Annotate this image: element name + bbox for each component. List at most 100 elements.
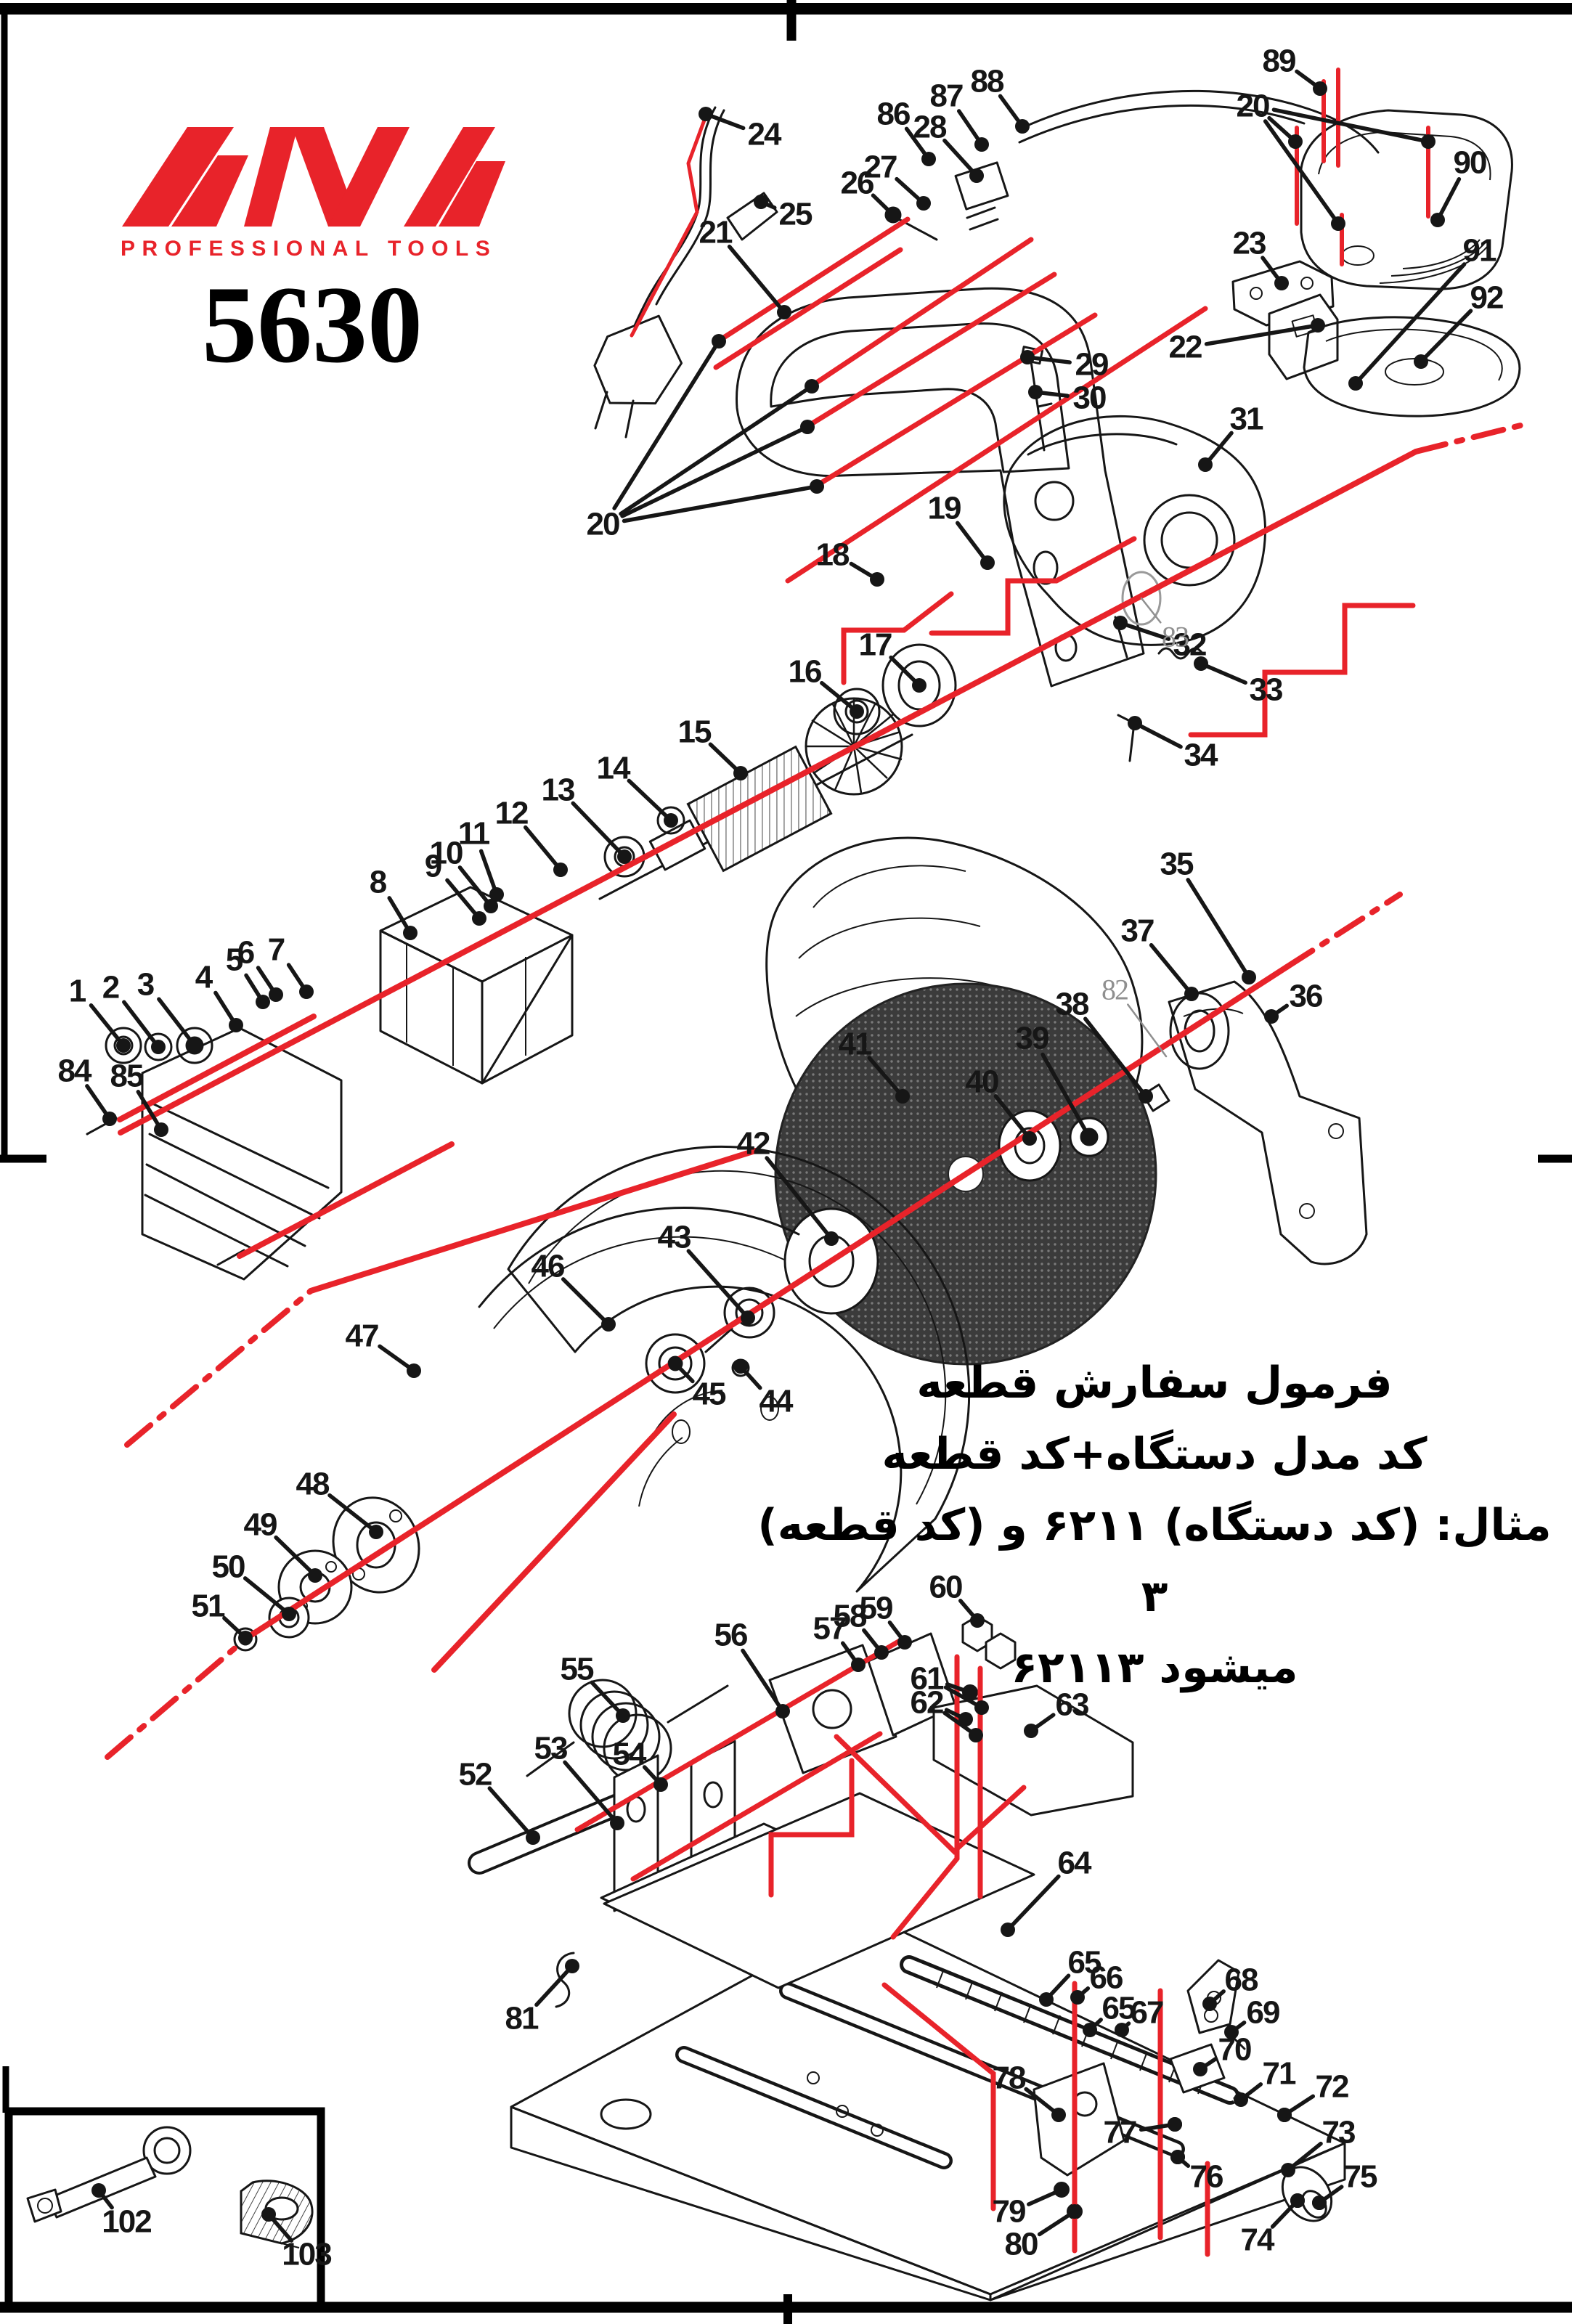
red-axis-line [815,312,1098,488]
part-label-34: 34 [1184,738,1218,773]
leader-dot [1313,81,1327,96]
leader-line [1271,107,1430,144]
leader-dot [980,555,995,570]
leader-dot [974,1700,989,1715]
part-label-46: 46 [532,1249,564,1284]
leader-line [1133,721,1183,749]
leader-dot [484,899,498,913]
ordering-note-line: میشود ۶۲۱۱۳ [1011,1642,1298,1693]
part-label-31: 31 [1230,401,1263,437]
logo-stroke-a1b [171,155,248,227]
leader-line [487,1786,535,1840]
leader-line [561,1277,611,1326]
armature [598,688,913,900]
red-axis-lines [105,68,1526,2257]
leader-line [445,878,481,921]
leader-dot [526,1830,540,1845]
part-label-20: 20 [587,507,619,542]
part-label-80: 80 [1005,2227,1038,2262]
part-label-72: 72 [1316,2069,1348,2105]
red-axis-line [105,1635,250,1760]
part-label-82: 82 [1101,974,1128,1006]
leader-dot [1288,134,1303,149]
part-label-16: 16 [789,654,821,690]
part-label-102: 102 [102,2204,151,2240]
leader-dot [1194,656,1208,671]
leader-dot [1113,616,1128,630]
part-label-43: 43 [658,1220,691,1255]
part-label-63: 63 [1056,1687,1088,1723]
part-label-47: 47 [346,1318,378,1354]
part-label-5: 5 [226,942,243,978]
leader-dot [958,1712,973,1726]
fence-plate [932,1684,1134,1817]
leader-line [1006,1874,1061,1932]
ordering-note-line: فرمول سفارش قطعه [916,1358,1393,1408]
part-label-28: 28 [913,110,947,145]
leader-line [942,138,979,178]
part-label-81: 81 [505,2001,539,2036]
red-axis-line [785,306,1208,584]
leader-dot [1331,216,1345,231]
leader-dot [261,2207,276,2222]
part-label-65: 65 [1068,1945,1101,1981]
part-label-2: 2 [102,970,119,1006]
leader-dot [800,420,815,434]
red-axis-line [768,1758,855,1898]
leader-line [122,1000,160,1049]
leader-dot [874,1645,889,1660]
part-label-27: 27 [864,150,897,185]
leader-dot [238,1631,253,1645]
leader-line [1204,323,1320,346]
ordering-note-line: مثال: (کد دستگاه) ۶۲۱۱ و (کد قطعه) ۳ [757,1500,1552,1622]
leader-dot [1022,1131,1037,1146]
leader-line [867,1056,905,1098]
bearing-cover [881,643,957,727]
leader-dot [824,1231,839,1246]
part-label-44: 44 [759,1384,794,1419]
brand-logo [122,127,505,227]
leader-dot [1421,134,1435,149]
leader-line [1263,119,1340,226]
part-label-71: 71 [1263,2056,1296,2092]
leader-line [686,1249,750,1320]
red-axis-line [574,1635,908,1832]
red-axis-line [117,1014,317,1122]
leader-line [1140,597,1162,624]
leader-dot [1054,2182,1069,2197]
leader-dot [912,678,926,693]
leader-dot [1198,457,1213,472]
part-label-9: 9 [425,849,441,884]
part-label-12: 12 [495,796,528,831]
clamp-brackets [1033,1959,1327,2219]
part-label-49: 49 [244,1507,277,1543]
leader-dot [886,208,900,222]
leader-line [457,865,493,908]
leader-line [157,997,197,1048]
leader-dot [653,1777,668,1792]
leader-dot [282,1607,296,1621]
leader-dot [229,1018,243,1032]
leader-dot [1128,716,1142,730]
leader-dot [1202,1997,1217,2011]
leader-dot [668,1356,683,1371]
logo-stroke-i [244,127,298,227]
leader-dot [969,168,984,183]
part-label-37: 37 [1121,913,1154,949]
leader-dot [407,1363,421,1378]
leader-dot [116,1038,131,1053]
part-label-70: 70 [1218,2032,1251,2068]
part-label-85: 85 [110,1059,144,1094]
part-label-41: 41 [839,1027,872,1062]
leader-dot [565,1959,579,1973]
leader-dot [1414,354,1428,369]
leader-line [1353,262,1467,386]
part-label-69: 69 [1247,1995,1279,2031]
part-label-61: 61 [911,1661,944,1697]
brand-subtitle: PROFESSIONAL TOOLS [121,237,497,261]
leader-line [993,1094,1032,1141]
leader-dot [1430,213,1445,227]
